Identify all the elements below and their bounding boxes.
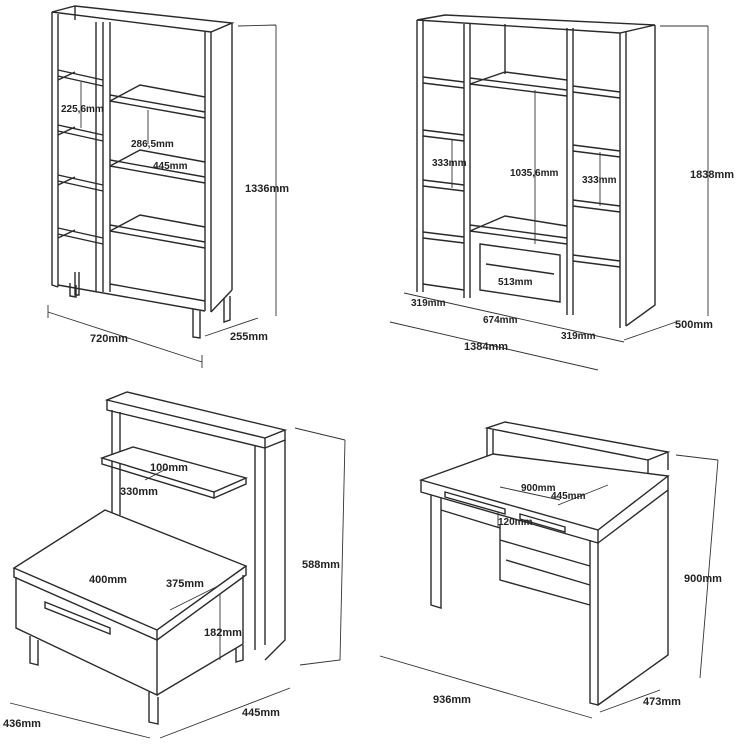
dimension-labels: 225,6mm 286,5mm 445mm 1336mm 720mm 255mm… xyxy=(3,104,734,730)
nightstand-depth-label: 445mm xyxy=(242,707,280,719)
desk-width-label: 936mm xyxy=(433,694,471,706)
bookcase-depth-label: 255mm xyxy=(230,331,268,343)
nightstand-shelf-depth-label: 100mm xyxy=(150,462,188,474)
wardrobe-left-width-label: 319mm xyxy=(411,298,446,309)
desk-top-depth-label: 445mm xyxy=(551,491,586,502)
desk-top-width-label: 900mm xyxy=(521,483,556,494)
wardrobe-center-height-label: 1035,6mm xyxy=(510,168,558,179)
wardrobe-depth-label: 500mm xyxy=(675,319,713,331)
wardrobe-right-shelf-gap-label: 333mm xyxy=(582,175,617,186)
wardrobe-right-width-label: 319mm xyxy=(561,331,596,342)
nightstand-height-label: 588mm xyxy=(302,559,340,571)
bookcase-shelf-gap-right-label: 286,5mm xyxy=(131,139,174,150)
bookcase-shelf-gap-left-label: 225,6mm xyxy=(61,104,104,115)
desk-drawing xyxy=(379,421,719,719)
nightstand-width-label: 436mm xyxy=(3,718,41,730)
wardrobe-center-width-label: 674mm xyxy=(483,315,518,326)
wardrobe-left-shelf-gap-label: 333mm xyxy=(432,158,467,169)
nightstand-top-depth-label: 375mm xyxy=(166,578,204,590)
wardrobe-width-label: 1384mm xyxy=(464,341,508,353)
bookcase-shelf-width-label: 445mm xyxy=(153,161,188,172)
nightstand-drawer-height-label: 182mm xyxy=(204,627,242,639)
desk-height-label: 900mm xyxy=(684,573,722,585)
nightstand-top-width-label: 400mm xyxy=(89,574,127,586)
bookcase-height-label: 1336mm xyxy=(245,183,289,195)
wardrobe-drawer-width-label: 513mm xyxy=(498,277,533,288)
bookcase-width-label: 720mm xyxy=(90,333,128,345)
nightstand-drawing xyxy=(9,391,346,739)
nightstand-shelf-width-label: 330mm xyxy=(120,486,158,498)
wardrobe-height-label: 1838mm xyxy=(690,169,734,181)
desk-drawer-height-label: 120mm xyxy=(498,517,533,528)
bookcase-drawing xyxy=(47,5,277,368)
desk-depth-label: 473mm xyxy=(643,696,681,708)
wardrobe-drawing xyxy=(389,14,709,371)
